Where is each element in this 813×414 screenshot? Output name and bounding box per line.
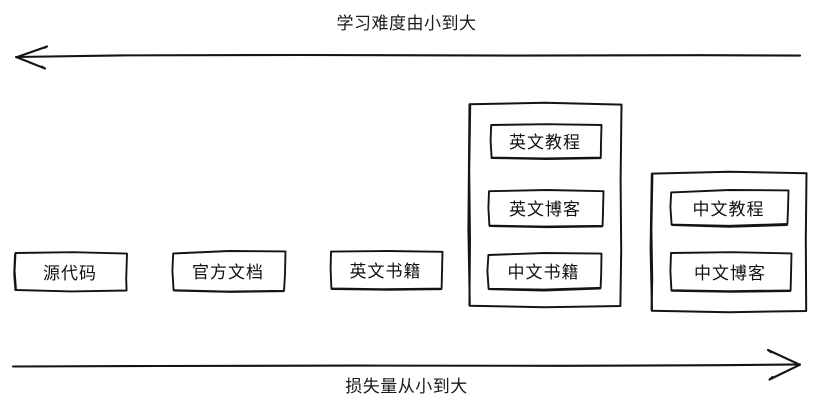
node-chinese-books[interactable]: 中文书籍 [486,252,603,292]
node-label: 英文博客 [509,200,581,219]
node-english-tutorial[interactable]: 英文教程 [489,123,603,160]
node-english-books[interactable]: 英文书籍 [329,250,444,291]
node-label: 中文教程 [692,199,765,219]
node-source-code[interactable]: 源代码 [13,251,128,293]
bottom-axis-label: 损失量从小到大 [345,377,468,396]
group-english-resources[interactable]: 英文教程 英文博客 中文书籍 [467,101,623,309]
node-english-blog[interactable]: 英文博客 [487,189,605,229]
node-label: 中文书籍 [507,263,580,282]
node-label: 英文教程 [509,133,581,152]
group-chinese-resources[interactable]: 中文教程 中文博客 [649,170,808,314]
node-label: 官方文档 [192,263,264,282]
node-official-docs[interactable]: 官方文档 [171,250,287,293]
node-label: 源代码 [43,263,97,283]
node-chinese-tutorial[interactable]: 中文教程 [669,189,790,228]
node-chinese-blog[interactable]: 中文博客 [669,251,793,293]
node-label: 英文书籍 [349,262,422,281]
node-label: 中文博客 [694,263,766,283]
top-axis-label: 学习难度由小到大 [336,14,477,33]
